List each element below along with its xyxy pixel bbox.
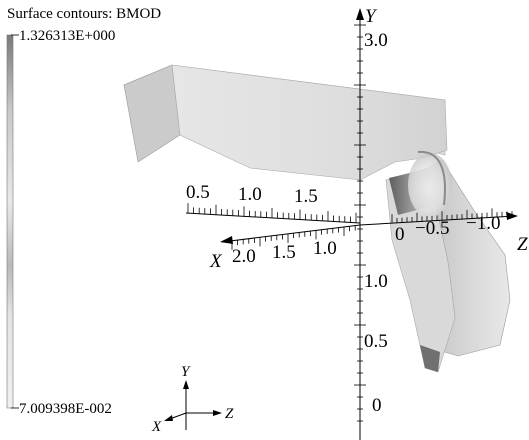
z-tick-label-neg-1.0: −1.0 (466, 213, 500, 234)
z-tick-label-0: 0 (395, 224, 405, 245)
x-tick-label-2.0: 2.0 (232, 246, 256, 267)
x-upper-tick-1.5: 1.5 (294, 186, 318, 207)
y-tick-label-0: 0 (372, 395, 382, 416)
orientation-triad: Y Z X (151, 364, 234, 435)
x-axis-name: X (209, 251, 223, 272)
triad-z-arrow (213, 410, 222, 416)
z-axis-ticks (391, 208, 513, 224)
y-tick-label-1.0: 1.0 (364, 271, 388, 292)
triad-x-arrow (164, 415, 173, 421)
y-tick-label-3.0: 3.0 (364, 30, 388, 51)
z-axis-line (359, 215, 517, 226)
z-tick-label-neg-0.5: −0.5 (415, 218, 449, 239)
beam-end-face (123, 64, 181, 163)
axes-3d: Y 3.0 1.0 0.5 0 0.5 1.0 1.5 X 2.0 1.5 1.… (185, 6, 528, 440)
color-legend-bar (6, 34, 14, 409)
legend-min-label: 7.009398E-002 (19, 401, 112, 417)
joint-highlight (408, 153, 452, 217)
column-base-shadow (420, 345, 440, 372)
triad-y-label: Y (181, 364, 191, 380)
y-axis-ticks (354, 24, 366, 422)
x-axis-line (221, 224, 361, 243)
triad-z-label: Z (225, 406, 234, 422)
x-upper-tick-1.0: 1.0 (238, 184, 262, 205)
x-upper-scale-ticks (187, 203, 357, 223)
x-tick-label-1.5: 1.5 (272, 242, 296, 263)
y-axis-arrow (356, 8, 364, 20)
triad-y-arrow (183, 380, 189, 389)
surface-model (122, 64, 511, 373)
plot-title: Surface contours: BMOD (7, 6, 161, 22)
y-axis-name: Y (365, 6, 378, 27)
triad-x-label: X (151, 419, 162, 435)
legend-max-label: 1.326313E+000 (19, 28, 115, 44)
x-tick-label-1.0: 1.0 (313, 238, 337, 259)
z-axis-name: Z (517, 234, 528, 255)
joint-edge (417, 150, 446, 206)
x-upper-scale-line (185, 212, 361, 224)
y-tick-label-0.5: 0.5 (364, 331, 388, 352)
beam-front-face (171, 64, 448, 181)
x-axis-ticks (231, 225, 356, 250)
x-axis-arrow (220, 236, 233, 244)
x-upper-tick-0.5: 0.5 (186, 182, 210, 203)
